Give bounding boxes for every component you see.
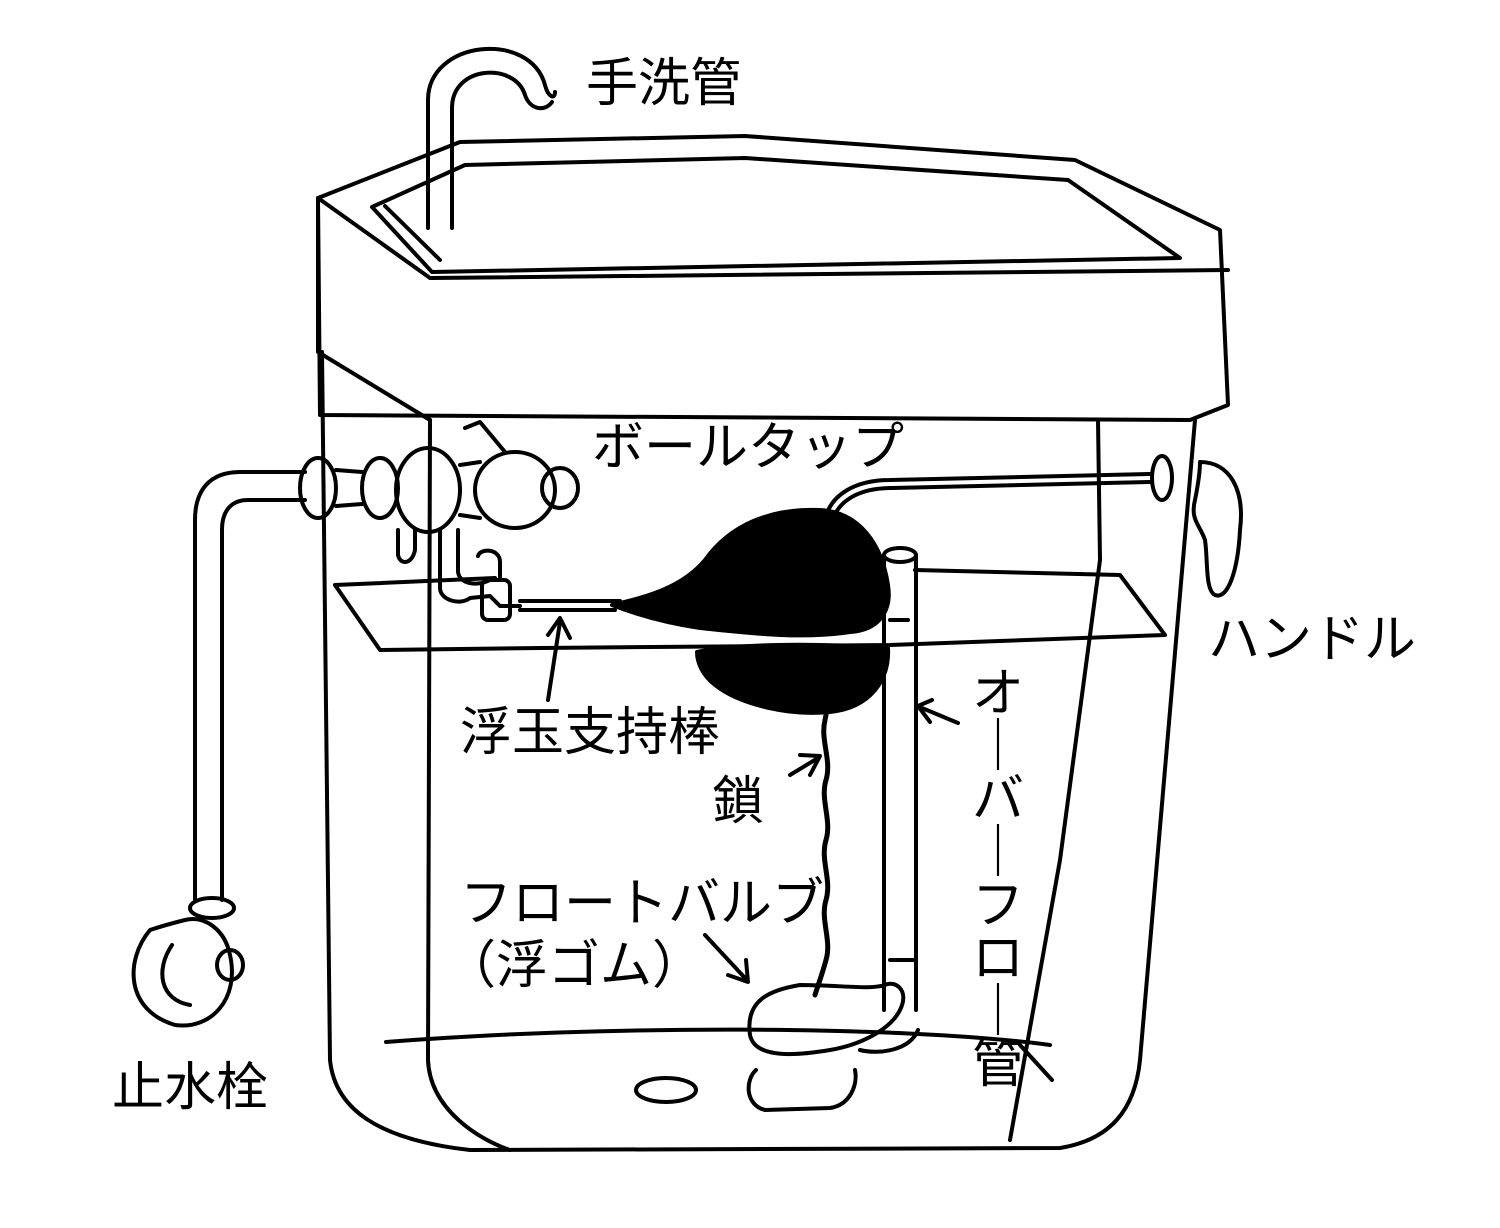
label-ball-tap: ボールタップ [592, 418, 905, 478]
arrow-float-rod [546, 616, 572, 702]
leader-arrows [546, 616, 960, 984]
label-overflow-pipe: オ｜バ｜フロ｜管 [970, 664, 1026, 1096]
float-rod [518, 599, 622, 612]
arrow-float-valve [703, 933, 750, 984]
float-valve [746, 981, 920, 1112]
tank-lid [316, 134, 1230, 422]
label-overflow-pipe-char: フ [971, 876, 1024, 937]
chain [812, 649, 831, 998]
label-handle: ハンドル [1208, 610, 1417, 670]
water-surface [333, 568, 1167, 652]
label-overflow-pipe-char: ｜ [971, 823, 1024, 884]
label-hand-wash-pipe: 手洗管 [586, 54, 743, 114]
float-ball-reflection [695, 642, 891, 715]
label-overflow-pipe-char: ロ [971, 929, 1024, 990]
label-overflow-pipe-char: ｜ [971, 982, 1024, 1043]
label-overflow-pipe-char: 管 [971, 1035, 1024, 1096]
tank-body [320, 350, 1197, 1152]
label-stop-valve: 止水栓 [112, 1058, 269, 1118]
handle[interactable] [1191, 460, 1243, 598]
label-float-valve-sub: （浮ゴム） [444, 936, 705, 996]
arrow-chain [788, 753, 822, 777]
label-chain: 鎖 [712, 772, 765, 832]
hand-wash-pipe [426, 46, 557, 230]
overflow-pipe [882, 546, 918, 1012]
ball-tap [298, 420, 580, 622]
label-float-rod: 浮玉支持棒 [460, 703, 721, 763]
handle-arm [823, 454, 1174, 524]
label-overflow-pipe-char: オ [971, 664, 1024, 724]
float-ball[interactable] [610, 507, 891, 638]
stop-valve [131, 470, 307, 1028]
label-overflow-pipe-char: バ [971, 770, 1024, 831]
label-float-valve: フロートバルブ [460, 874, 825, 934]
label-overflow-pipe-char: ｜ [971, 717, 1024, 778]
arrow-overflow [916, 698, 960, 725]
